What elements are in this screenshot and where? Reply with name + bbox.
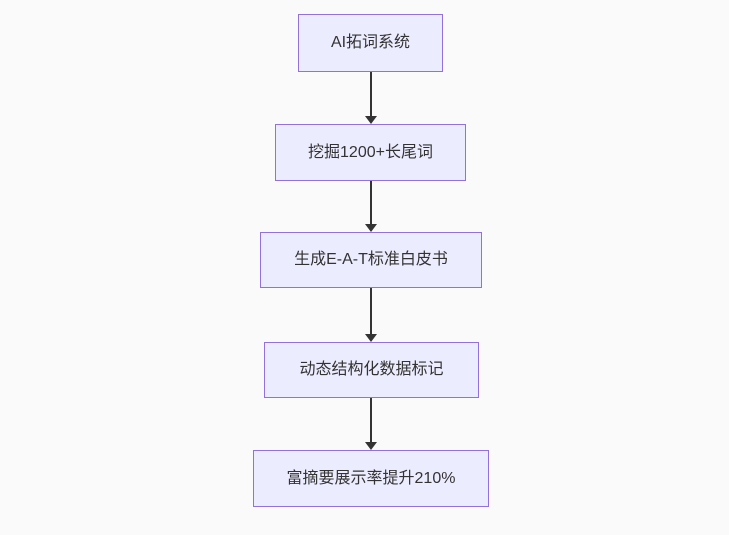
flow-node-structured-data-markup: 动态结构化数据标记 (264, 342, 479, 398)
flow-node-longtail-mining: 挖掘1200+长尾词 (275, 124, 466, 181)
flow-node-label: AI拓词系统 (330, 34, 411, 51)
arrow-down-icon (365, 288, 377, 342)
arrow-down-icon (365, 181, 377, 232)
flow-node-label: 富摘要展示率提升210% (286, 469, 456, 487)
flow-node-rich-snippet-result: 富摘要展示率提升210% (253, 450, 489, 507)
flow-node-label: 动态结构化数据标记 (299, 361, 444, 378)
arrow-down-icon (365, 72, 377, 124)
flow-node-label: 挖掘1200+长尾词 (308, 143, 433, 161)
arrow-down-icon (365, 398, 377, 450)
flow-node-eat-whitepaper: 生成E-A-T标准白皮书 (260, 232, 482, 288)
flow-node-label: 生成E-A-T标准白皮书 (294, 251, 448, 268)
flow-node-ai-word-expansion: AI拓词系统 (298, 14, 443, 72)
